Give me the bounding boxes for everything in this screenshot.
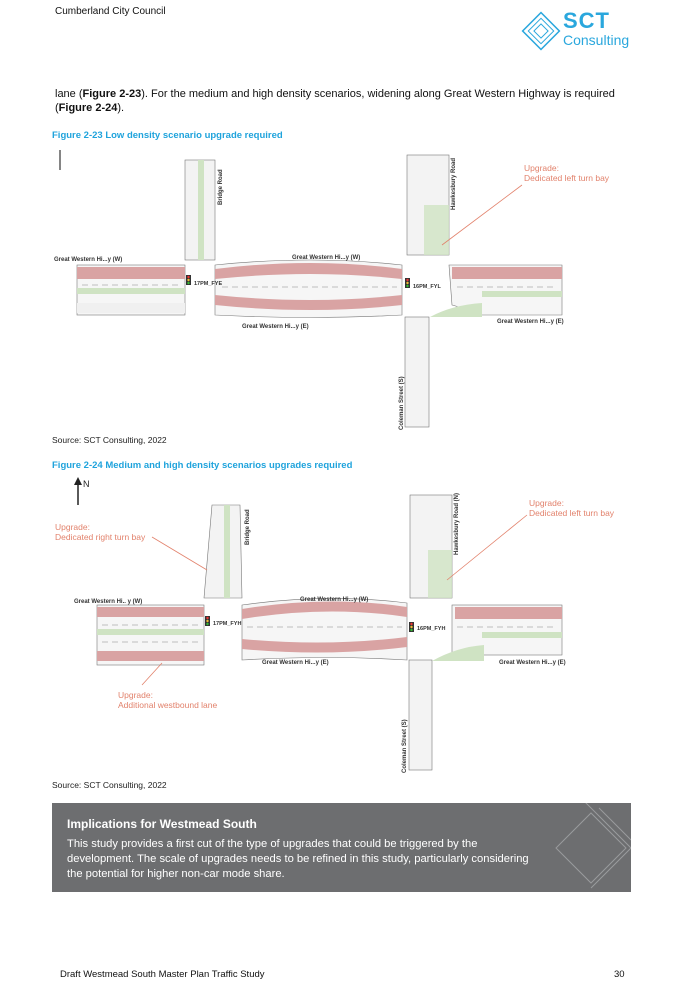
north-label: N: [83, 479, 90, 489]
gwh-west-red-lane: [77, 267, 185, 279]
label-bridge-road: Bridge Road: [245, 509, 251, 545]
left-turn-bay: [424, 205, 449, 255]
gwh-mid-red-top: [215, 263, 402, 279]
upgrade-right-turn-desc: Dedicated right turn bay: [55, 532, 146, 542]
coleman-street: [408, 659, 433, 771]
upgrade-westbound-leader: [141, 662, 163, 686]
coleman-island: [430, 303, 482, 317]
upgrade-label-desc: Dedicated left turn bay: [524, 173, 610, 183]
logo-subtext: Consulting: [563, 32, 630, 48]
coleman-street: [404, 316, 430, 428]
gwh-west-median: [77, 288, 185, 294]
label-signal-2: 16PM_FYL: [413, 284, 441, 290]
intro-paragraph: lane (Figure 2-23). For the medium and h…: [55, 88, 615, 114]
upgrade-right-turn-title: Upgrade:: [55, 522, 90, 532]
gwh-mid-red-top: [242, 601, 407, 619]
figure-2-source: Source: SCT Consulting, 2022: [52, 780, 167, 790]
implications-box: Implications for Westmead South This stu…: [52, 803, 631, 892]
bridge-road: [203, 504, 243, 599]
implications-title: Implications for Westmead South: [67, 817, 257, 831]
upgrade-label-title: Upgrade:: [524, 163, 559, 173]
label-signal-1: 17PM_FYE: [194, 281, 222, 287]
gwh-west-added-lane: [97, 651, 204, 661]
label-gwh-e-right: Great Western Hi...y (E): [497, 319, 564, 325]
upgrade-leader-line: [441, 184, 523, 246]
upgrade-westbound-title: Upgrade:: [118, 690, 153, 700]
bridge-road-median: [224, 505, 230, 598]
gwh-west-median: [97, 629, 204, 635]
sct-logo: SCT Consulting: [519, 7, 639, 53]
label-gwh-w-left: Great Western Hi.. y (W): [74, 599, 142, 605]
coleman-island: [432, 645, 484, 661]
figure-2-diagram: N Great Western Hi.. y (W) Great Western…: [55, 477, 615, 773]
label-hawkesbury-road: Hawkesbury Road: [451, 158, 457, 210]
upgrade-left-turn-leader: [446, 514, 528, 581]
label-bridge-road: Bridge Road: [218, 169, 224, 205]
upgrade-right-turn-leader: [151, 536, 208, 571]
decorative-diamond-icon: [555, 803, 631, 889]
logo-diamond-icon: [521, 11, 561, 51]
figure-1-source: Source: SCT Consulting, 2022: [52, 435, 167, 445]
organisation-name: Cumberland City Council: [55, 6, 166, 17]
label-gwh-e-mid: Great Western Hi...y (E): [242, 324, 309, 330]
upgrade-left-turn-desc: Dedicated left turn bay: [529, 508, 615, 518]
footer-page-number: 30: [614, 969, 625, 980]
label-gwh-e-right: Great Western Hi...y (E): [499, 660, 566, 666]
label-hawkesbury-road: Hawkesbury Road (N): [454, 493, 460, 555]
figure-2-caption: Figure 2-24 Medium and high density scen…: [52, 460, 353, 471]
label-coleman-street: Coleman Street (S): [402, 719, 408, 773]
label-signal-1: 17PM_FYH: [213, 621, 241, 627]
gwh-east-median: [482, 291, 562, 297]
left-turn-bay: [428, 550, 452, 598]
figure-1-caption: Figure 2-23 Low density scenario upgrade…: [52, 130, 283, 141]
label-gwh-e-mid: Great Western Hi...y (E): [262, 660, 329, 666]
gwh-west-lane: [77, 303, 185, 313]
bridge-road-median: [198, 160, 204, 260]
label-gwh-w-mid: Great Western Hi...y (W): [300, 597, 368, 603]
implications-body: This study provides a first cut of the t…: [67, 838, 529, 880]
label-gwh-w-left: Great Western Hi...y (W): [54, 257, 122, 263]
gwh-east-red-lane: [455, 607, 562, 619]
gwh-mid-red-bottom: [242, 637, 407, 653]
gwh-mid-red-bottom: [215, 295, 402, 310]
upgrade-westbound-desc: Additional westbound lane: [118, 700, 218, 710]
logo-text: SCT: [563, 8, 610, 33]
figure-ref-2: Figure 2-24: [58, 102, 118, 114]
label-coleman-street: Coleman Street (S): [399, 376, 405, 430]
label-gwh-w-mid: Great Western Hi...y (W): [292, 255, 360, 261]
gwh-east-median: [482, 632, 562, 638]
gwh-east-red-lane: [452, 267, 562, 279]
gwh-west-red-lane: [97, 607, 204, 617]
footer-doc-title: Draft Westmead South Master Plan Traffic…: [60, 969, 265, 980]
label-signal-2: 16PM_FYH: [417, 626, 445, 632]
upgrade-left-turn-title: Upgrade:: [529, 498, 564, 508]
figure-1-diagram: Great Western Hi...y (W) Great Western H…: [54, 150, 610, 430]
figure-ref-1: Figure 2-23: [82, 88, 142, 100]
